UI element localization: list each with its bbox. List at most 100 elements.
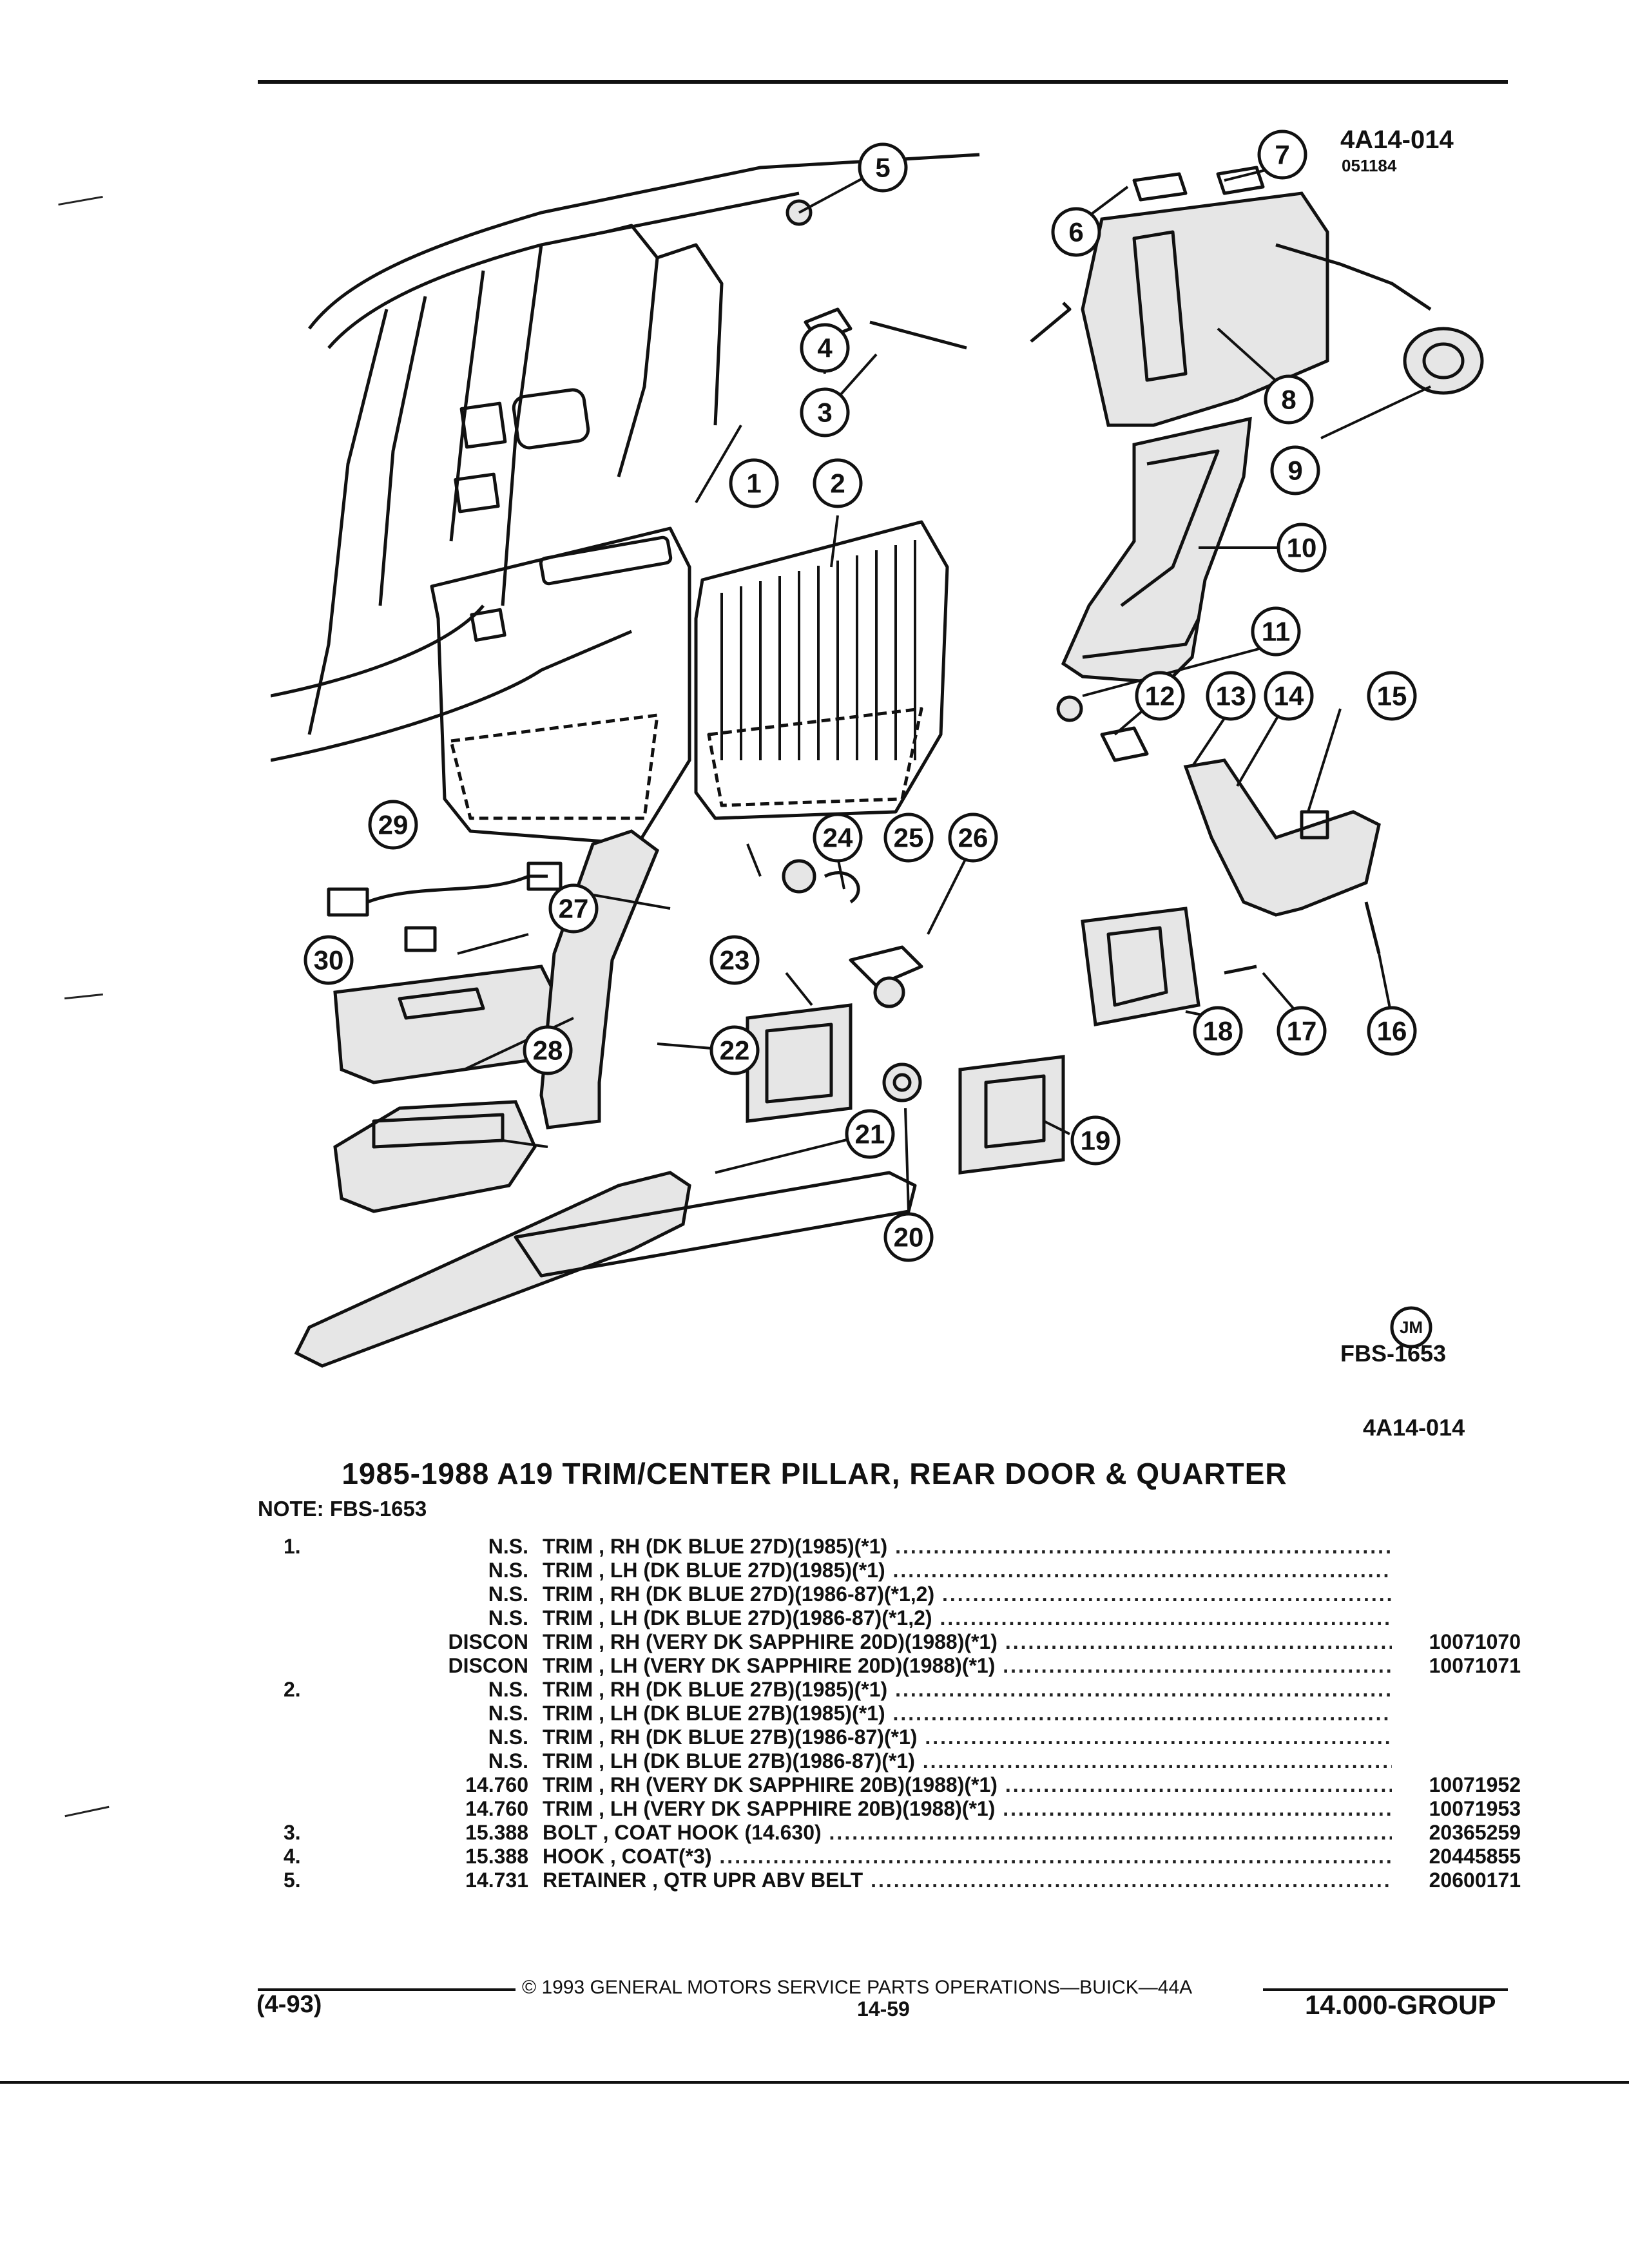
svg-text:17: 17 <box>1287 1016 1317 1046</box>
part-description-cell: TRIM , RH (DK BLUE 27B)(1985)(*1) ......… <box>543 1678 1392 1702</box>
section-code: 4A14-014 <box>1363 1414 1465 1441</box>
item-number <box>284 1630 354 1654</box>
part-number <box>1392 1725 1521 1749</box>
part-description: TRIM , RH (VERY DK SAPPHIRE 20B)(1988)(*… <box>543 1773 998 1796</box>
leader-dots: ........................................… <box>892 1559 1393 1582</box>
svg-text:16: 16 <box>1377 1016 1407 1046</box>
callout-8: 8 <box>1264 374 1314 425</box>
part-number: 20445855 <box>1429 1845 1521 1868</box>
leader-dots: ........................................… <box>1003 1797 1392 1820</box>
callout-11: 11 <box>1251 606 1301 657</box>
svg-text:7: 7 <box>1275 140 1289 170</box>
callout-15: 15 <box>1367 671 1417 721</box>
part-description-cell: TRIM , LH (DK BLUE 27D)(1986-87)(*1,2) .… <box>543 1606 1392 1630</box>
callout-3: 3 <box>800 387 850 437</box>
part-description-cell: TRIM , RH (VERY DK SAPPHIRE 20D)(1988)(*… <box>543 1630 1392 1654</box>
parts-row: N.S.TRIM , RH (DK BLUE 27B)(1986-87)(*1)… <box>284 1725 1521 1749</box>
group-number: 14.760 <box>465 1797 528 1820</box>
callout-30: 30 <box>304 935 354 985</box>
callout-25: 25 <box>883 812 934 863</box>
leader-dots: ........................................… <box>940 1606 1392 1629</box>
part-description-cell: TRIM , LH (VERY DK SAPPHIRE 20B)(1988)(*… <box>543 1797 1392 1821</box>
part-number <box>1392 1582 1521 1606</box>
parts-row: N.S.TRIM , LH (DK BLUE 27B)(1985)(*1) ..… <box>284 1702 1521 1725</box>
group-number: N.S. <box>488 1559 528 1582</box>
svg-text:27: 27 <box>559 894 589 924</box>
part-description-cell: TRIM , RH (VERY DK SAPPHIRE 20B)(1988)(*… <box>543 1773 1392 1797</box>
part-number <box>1392 1535 1521 1559</box>
group-number: 14.760 <box>465 1773 528 1796</box>
callout-5: 5 <box>858 142 908 193</box>
sill-plate-21 <box>294 1171 917 1368</box>
quarter-lower-trim-13 <box>1183 758 1381 917</box>
callout-29: 29 <box>368 800 418 850</box>
parts-row: N.S.TRIM , LH (DK BLUE 27D)(1986-87)(*1,… <box>284 1606 1521 1630</box>
item-number <box>284 1559 354 1582</box>
center-pillar-22 <box>539 829 660 1129</box>
armrest-base-28 <box>333 1100 537 1213</box>
margin-mark <box>64 1805 110 1818</box>
item-number: 4. <box>284 1845 301 1868</box>
callout-26: 26 <box>948 812 998 863</box>
group-number: 14.731 <box>465 1869 528 1892</box>
revision-date: (4-93) <box>256 1991 322 2018</box>
parts-row: 2.N.S.TRIM , RH (DK BLUE 27B)(1985)(*1) … <box>284 1678 1521 1702</box>
leader-dots: ........................................… <box>1003 1654 1392 1677</box>
callout-28: 28 <box>523 1025 573 1075</box>
svg-text:13: 13 <box>1216 681 1246 711</box>
svg-text:10: 10 <box>1287 533 1317 563</box>
part-description-cell: TRIM , LH (VERY DK SAPPHIRE 20D)(1988)(*… <box>543 1654 1392 1678</box>
quarter-upper-trim-8 <box>1081 191 1484 427</box>
svg-text:11: 11 <box>1262 617 1290 647</box>
callout-18: 18 <box>1193 1006 1243 1056</box>
parts-row: N.S.TRIM , RH (DK BLUE 27D)(1986-87)(*1,… <box>284 1582 1521 1606</box>
svg-text:9: 9 <box>1287 456 1302 486</box>
group-number: 15.388 <box>465 1845 528 1868</box>
group-number: N.S. <box>488 1678 528 1701</box>
part-description: BOLT , COAT HOOK (14.630) <box>543 1821 822 1844</box>
part-description: TRIM , RH (DK BLUE 27D)(1985)(*1) <box>543 1535 888 1558</box>
svg-text:5: 5 <box>875 153 890 183</box>
part-number <box>1392 1606 1521 1630</box>
item-number <box>284 1773 354 1797</box>
footer-rule-right <box>1263 1988 1508 1991</box>
callout-16: 16 <box>1367 1006 1417 1056</box>
callout-17: 17 <box>1277 1006 1327 1056</box>
panel-19 <box>958 1055 1065 1175</box>
callout-21: 21 <box>845 1109 895 1159</box>
top-rule <box>258 80 1508 84</box>
leader-dots: ........................................… <box>829 1821 1392 1844</box>
callout-27: 27 <box>548 883 599 934</box>
svg-text:2: 2 <box>830 468 845 499</box>
leader-dots: ........................................… <box>942 1582 1392 1606</box>
callout-20: 20 <box>883 1212 934 1262</box>
callout-7: 7 <box>1257 130 1307 180</box>
header-sub-code: 051184 <box>1342 156 1397 175</box>
callout-22: 22 <box>709 1025 760 1075</box>
group-number: DISCON <box>448 1654 528 1677</box>
handle-bezel-18 <box>1081 907 1200 1026</box>
switch-bezel-23 <box>746 1003 853 1123</box>
part-number <box>1392 1559 1521 1582</box>
svg-text:4: 4 <box>817 333 833 363</box>
svg-text:20: 20 <box>894 1222 924 1253</box>
svg-text:19: 19 <box>1081 1126 1111 1156</box>
margin-mark <box>64 993 103 1000</box>
svg-text:25: 25 <box>894 823 924 853</box>
parts-row: 14.760 TRIM , LH (VERY DK SAPPHIRE 20B)(1… <box>284 1797 1521 1821</box>
leader-dots: ........................................… <box>871 1869 1392 1892</box>
body-shell-drawing <box>271 153 980 762</box>
part-description: TRIM , LH (VERY DK SAPPHIRE 20D)(1988)(*… <box>543 1654 996 1677</box>
group-number: 15.388 <box>465 1821 528 1844</box>
group-number: N.S. <box>488 1749 528 1773</box>
part-description-cell: BOLT , COAT HOOK (14.630) ..............… <box>543 1821 1392 1845</box>
leader-dots: ........................................… <box>892 1702 1393 1725</box>
part-description: TRIM , RH (DK BLUE 27B)(1985)(*1) <box>543 1678 888 1701</box>
item-number <box>284 1702 354 1725</box>
part-description: TRIM , LH (DK BLUE 27D)(1986-87)(*1,2) <box>543 1606 932 1629</box>
item-number <box>284 1797 354 1821</box>
callout-10: 10 <box>1277 523 1327 573</box>
svg-text:3: 3 <box>817 398 832 428</box>
